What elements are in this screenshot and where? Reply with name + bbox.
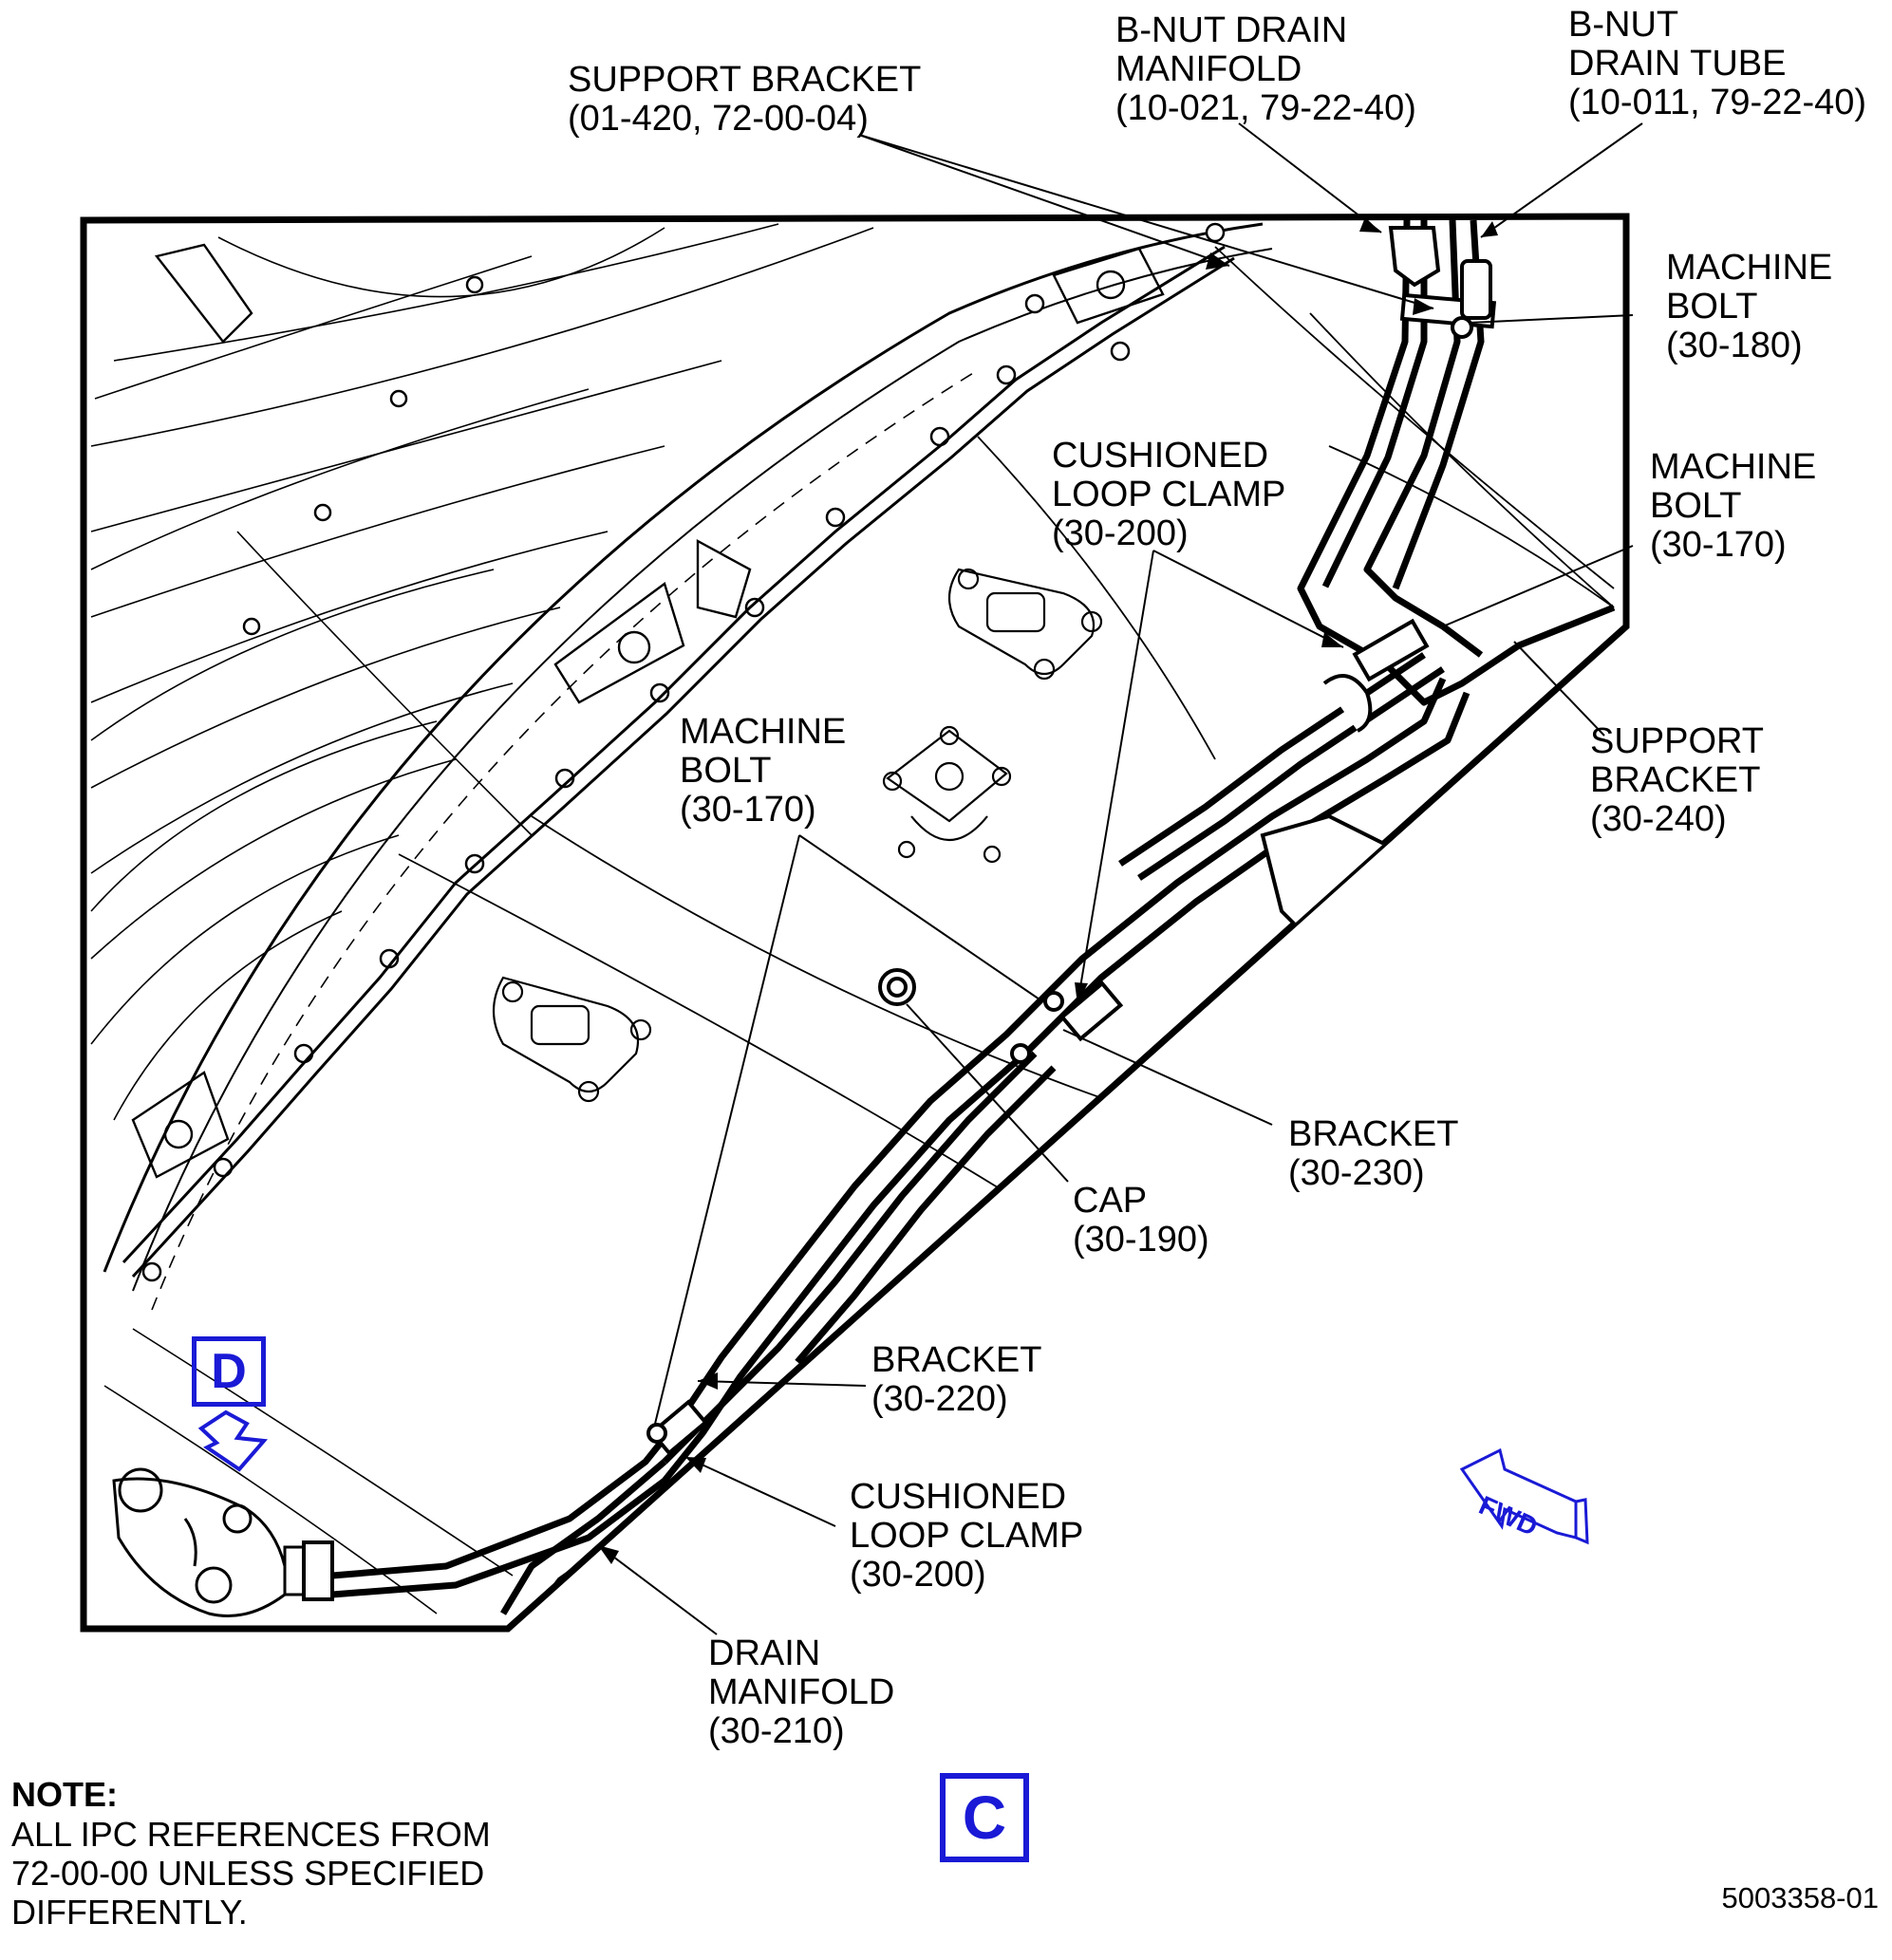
- engine-case-ribs: [90, 223, 874, 1121]
- view-c-marker: C: [940, 1773, 1029, 1862]
- label-bracket-220: BRACKET (30-220): [871, 1340, 1042, 1419]
- label-drain-manifold-210: DRAIN MANIFOLD (30-210): [708, 1633, 895, 1751]
- label-support-bracket-240: SUPPORT BRACKET (30-240): [1590, 721, 1765, 839]
- label-cushioned-loop-clamp-top: CUSHIONED LOOP CLAMP (30-200): [1052, 436, 1286, 553]
- leader-lines: [597, 122, 1643, 1635]
- view-d-marker: D: [192, 1336, 266, 1407]
- view-d-arrow: [197, 1409, 269, 1472]
- note-title: NOTE:: [11, 1775, 118, 1814]
- label-cushioned-loop-clamp-bottom: CUSHIONED LOOP CLAMP (30-200): [850, 1477, 1084, 1595]
- label-bnut-drain-manifold: B-NUT DRAIN MANIFOLD (10-021, 79-22-40): [1115, 10, 1416, 128]
- leader-arrowheads: [598, 217, 1498, 1564]
- label-support-bracket-top: SUPPORT BRACKET (01-420, 72-00-04): [568, 60, 922, 139]
- label-machine-bolt-180: MACHINE BOLT (30-180): [1666, 248, 1833, 365]
- label-machine-bolt-170-left: MACHINE BOLT (30-170): [680, 712, 847, 830]
- label-bracket-230: BRACKET (30-230): [1288, 1114, 1459, 1193]
- label-bnut-drain-tube: B-NUT DRAIN TUBE (10-011, 79-22-40): [1568, 5, 1867, 122]
- drain-manifold-pipes: [331, 219, 1616, 1621]
- mounting-pad: [948, 568, 1103, 681]
- manifold-fitting: [112, 1467, 334, 1617]
- case-flange-arc: [103, 222, 1264, 1273]
- flange-bracket: [553, 538, 752, 704]
- flange-harness: [122, 245, 1226, 1264]
- bnut-fittings: [1388, 226, 1492, 339]
- mounting-pad: [493, 976, 652, 1103]
- label-machine-bolt-170-right: MACHINE BOLT (30-170): [1650, 447, 1817, 565]
- flange-bracket: [131, 1071, 230, 1179]
- detail-frame: [80, 213, 1630, 1633]
- fwd-arrow-icon: [1459, 1447, 1589, 1545]
- note-body: ALL IPC REFERENCES FROM 72-00-00 UNLESS …: [11, 1815, 491, 1932]
- flange-bracket: [154, 243, 1165, 344]
- diamond-boss: [882, 725, 1012, 864]
- figure-number: 5003358-01: [1721, 1881, 1880, 1914]
- label-cap-190: CAP (30-190): [1073, 1181, 1209, 1260]
